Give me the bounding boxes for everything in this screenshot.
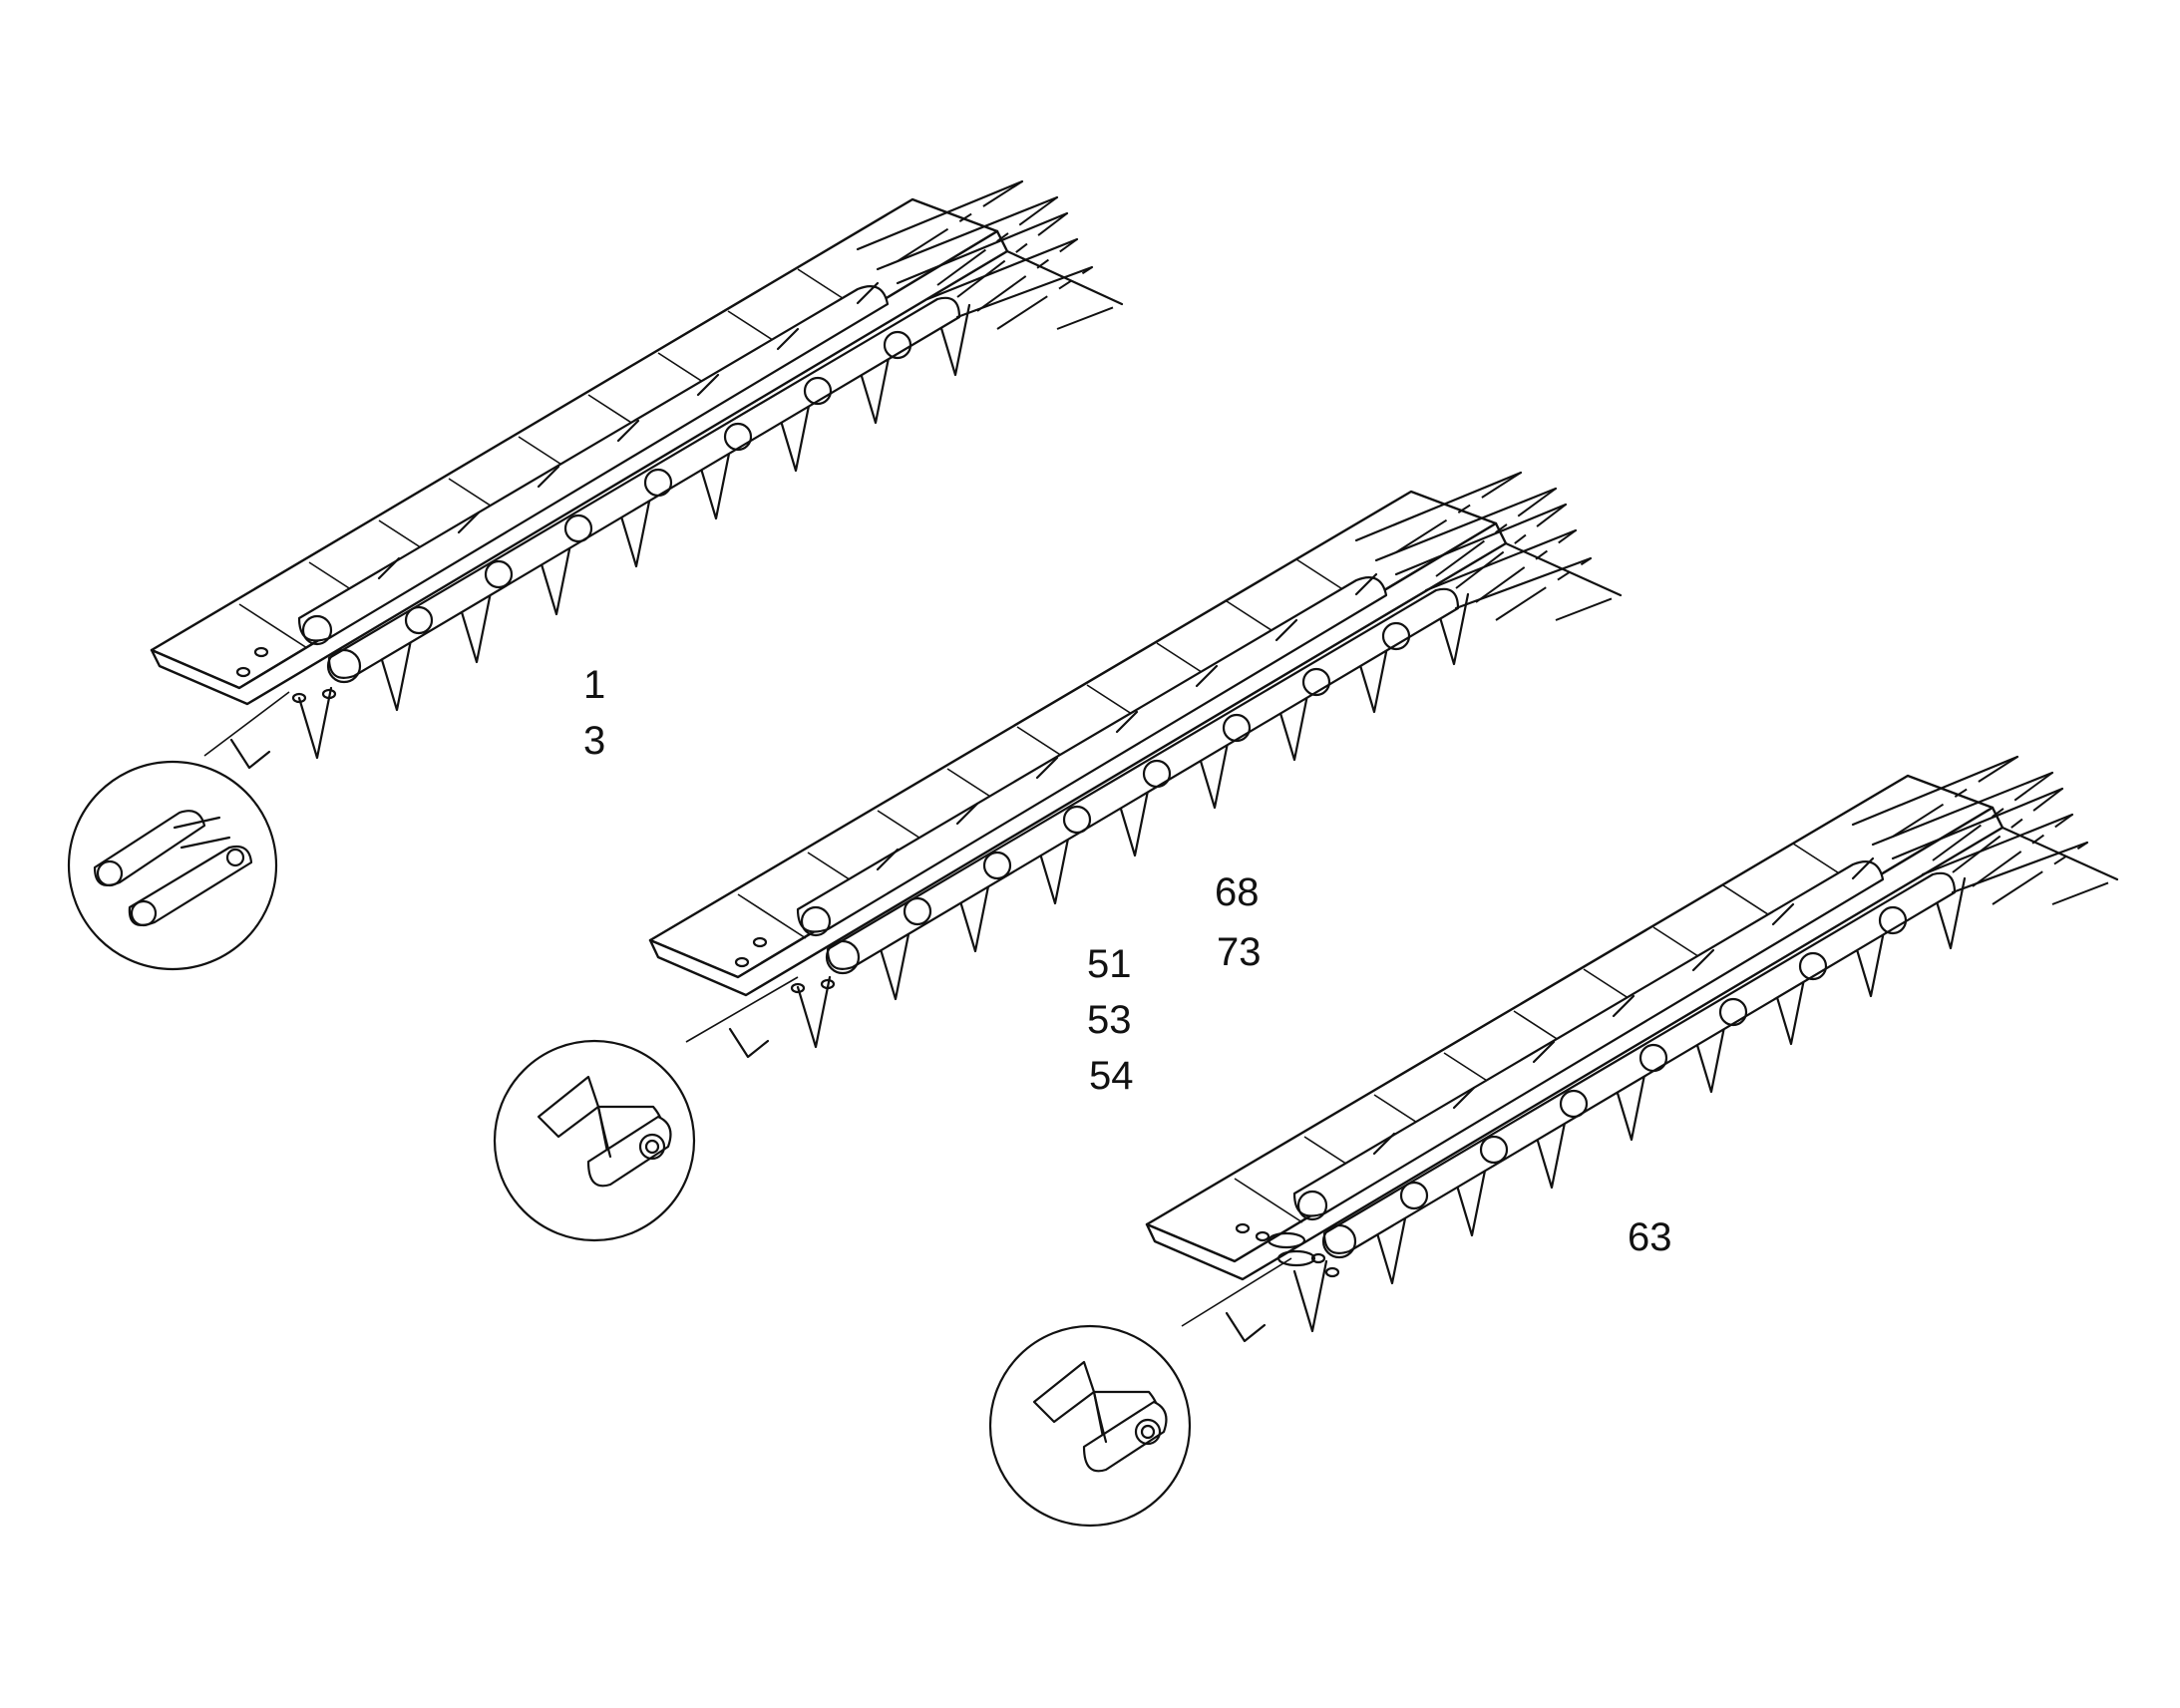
callout-54: 54 [1089,1054,1134,1098]
callout-73: 73 [1217,930,1262,974]
continuation-lines-lower [1851,755,2119,894]
chain-links-upper [297,281,961,684]
chain-assembly-lower [1145,755,2119,1343]
callout-68: 68 [1215,870,1260,914]
callout-51: 51 [1087,942,1132,986]
chain-assembly-upper [150,179,1124,770]
detail-link-closed [67,691,290,971]
detail-link-open-lower [988,1257,1292,1528]
continuation-lines-upper [856,179,1124,319]
continuation-dashes-upper [897,180,1123,330]
callout-1: 1 [583,663,605,707]
chain-assembly-middle [648,471,1623,1059]
plate-holes-middle [734,936,836,994]
callout-3: 3 [583,719,605,763]
plate-teeth-upper [229,303,971,770]
detail-link-open [493,976,799,1242]
continuation-dashes-middle [1395,472,1622,621]
callout-63: 63 [1628,1215,1672,1259]
chain-links-lower [1292,856,1957,1259]
continuation-lines-middle [1354,471,1623,610]
plate-holes-upper [235,646,337,704]
continuation-dashes-lower [1892,756,2118,905]
plate-teeth-lower [1225,876,1967,1343]
plate-teeth-middle [728,592,1470,1059]
plate-holes-lower [1235,1222,1340,1278]
callout-53: 53 [1087,998,1132,1042]
chain-links-middle [796,572,1460,975]
